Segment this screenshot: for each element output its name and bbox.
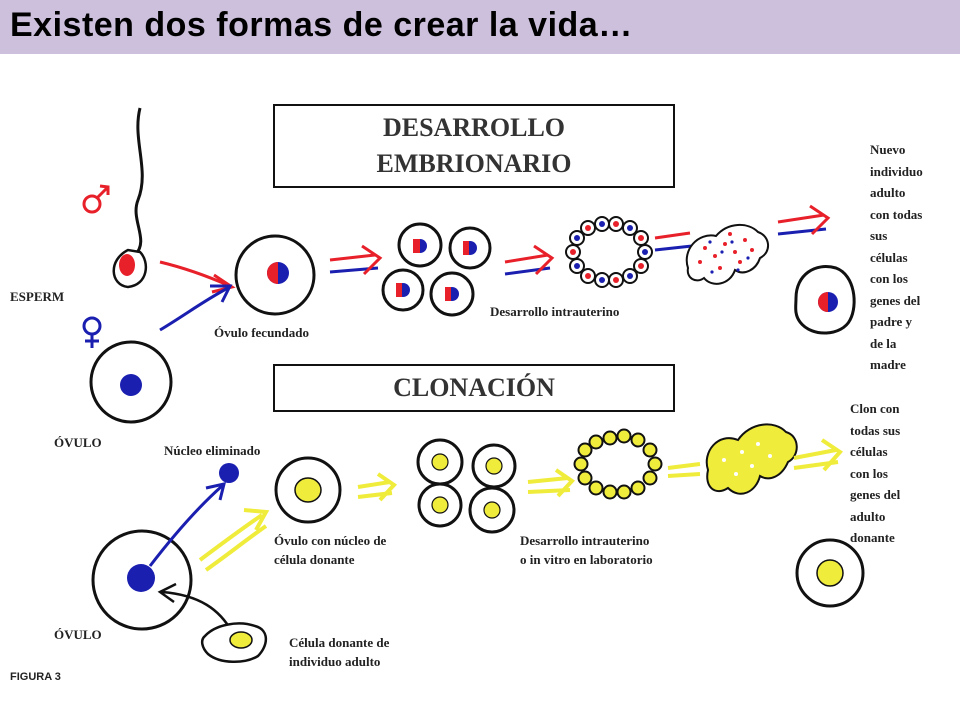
clonacion-box [273, 364, 675, 412]
nuevo-individuo-text: Nuevo individuo adulto con todas sus cél… [870, 139, 923, 376]
desarrollo-vitro-label-line1: Desarrollo intrauterino [520, 533, 650, 548]
clon-line: donante [850, 530, 895, 545]
sperm-cell [112, 107, 148, 289]
double-arrow-icon [504, 244, 555, 276]
clon-line: genes del [850, 487, 901, 502]
desarrollo-box [273, 104, 675, 188]
clone-blastula-ring [573, 428, 663, 500]
clone-fetus-blob [705, 423, 798, 495]
clone-adult-cell [795, 538, 865, 608]
desarrollo-title-line2: EMBRIONARIO [376, 149, 572, 178]
clon-line: adulto [850, 508, 886, 524]
nuevo-individuo-line: adulto [870, 185, 906, 200]
nuevo-individuo-line: sus [870, 228, 888, 243]
double-arrow-icon [777, 204, 831, 236]
yellow-arrow-icon [198, 508, 270, 572]
ovum-cell-bottom [91, 529, 193, 631]
double-arrow-icon [654, 231, 693, 252]
four-cell-clone-embryo [416, 438, 517, 534]
four-cell-embryo [381, 222, 492, 317]
clon-line: células [850, 444, 888, 459]
ovulo-nucleo-label-line1: Óvulo con núcleo de [274, 533, 387, 548]
yellow-arrow-icon [793, 438, 844, 472]
female-symbol-icon [82, 316, 102, 348]
clon-line: con los [850, 465, 888, 481]
blastula-ring [565, 216, 653, 288]
yellow-arrow-icon [667, 462, 701, 478]
esperma-label: ESPERM [10, 289, 65, 304]
nuevo-individuo-line: padre y [870, 314, 913, 329]
desarrollo-title: DESARROLLO EMBRIONARIO [274, 110, 674, 182]
clonacion-title: CLONACIÓN [393, 373, 555, 402]
donor-cell [200, 622, 268, 663]
ovum-arrow-icon [159, 284, 233, 332]
nuevo-individuo-line: con los [870, 271, 908, 286]
clon-line: todas sus [850, 422, 901, 438]
ovulo-top-label: ÓVULO [54, 435, 102, 450]
fetus-blob [685, 224, 769, 285]
clon-line: Clon con [850, 401, 900, 416]
nuevo-individuo-line: genes del [870, 292, 921, 308]
yellow-arrow-icon [527, 468, 576, 498]
desarrollo-vitro-label-line2: o in vitro en laboratorio [520, 552, 653, 567]
nuevo-individuo-line: individuo [870, 163, 923, 179]
nuevo-individuo-line: células [870, 249, 908, 265]
male-symbol-icon [82, 184, 110, 214]
blastula-dots [570, 221, 648, 283]
ovulo-fecundado-label: Óvulo fecundado [214, 325, 309, 340]
ovum-cell-top [89, 340, 173, 424]
enucleated-ovum-with-donor-nucleus [274, 456, 342, 524]
nuevo-individuo-line: Nuevo [870, 142, 906, 157]
adult-cell-top [794, 265, 856, 335]
title-bar: Existen dos formas de crear la vida… [0, 0, 960, 54]
sperm-arrow-icon [159, 260, 236, 294]
yellow-arrow-icon [357, 472, 398, 502]
clon-text: Clon con todas sus células con los genes… [850, 398, 900, 549]
nuevo-individuo-line: con todas [870, 206, 923, 222]
slide-title: Existen dos formas de crear la vida… [10, 6, 633, 44]
fertilized-egg [234, 234, 316, 316]
nuevo-individuo-line: de la [870, 335, 897, 351]
removed-nucleus [219, 463, 239, 483]
ovulo-bottom-label: ÓVULO [54, 627, 102, 642]
celula-donante-label-line2: individuo adulto [289, 654, 381, 669]
desarrollo-intrauterino-label: Desarrollo intrauterino [490, 304, 620, 319]
nuevo-individuo-line: madre [870, 357, 906, 372]
desarrollo-title-line1: DESARROLLO [382, 113, 566, 142]
ovulo-nucleo-label-line2: célula donante [274, 552, 355, 567]
nucleus-removal-arrow-icon [148, 482, 227, 567]
celula-donante-label-line1: Célula donante de [289, 635, 390, 650]
figure-caption: FIGURA 3 [10, 671, 61, 683]
double-arrow-icon [329, 244, 383, 276]
nucleo-eliminado-label: Núcleo eliminado [164, 443, 261, 458]
